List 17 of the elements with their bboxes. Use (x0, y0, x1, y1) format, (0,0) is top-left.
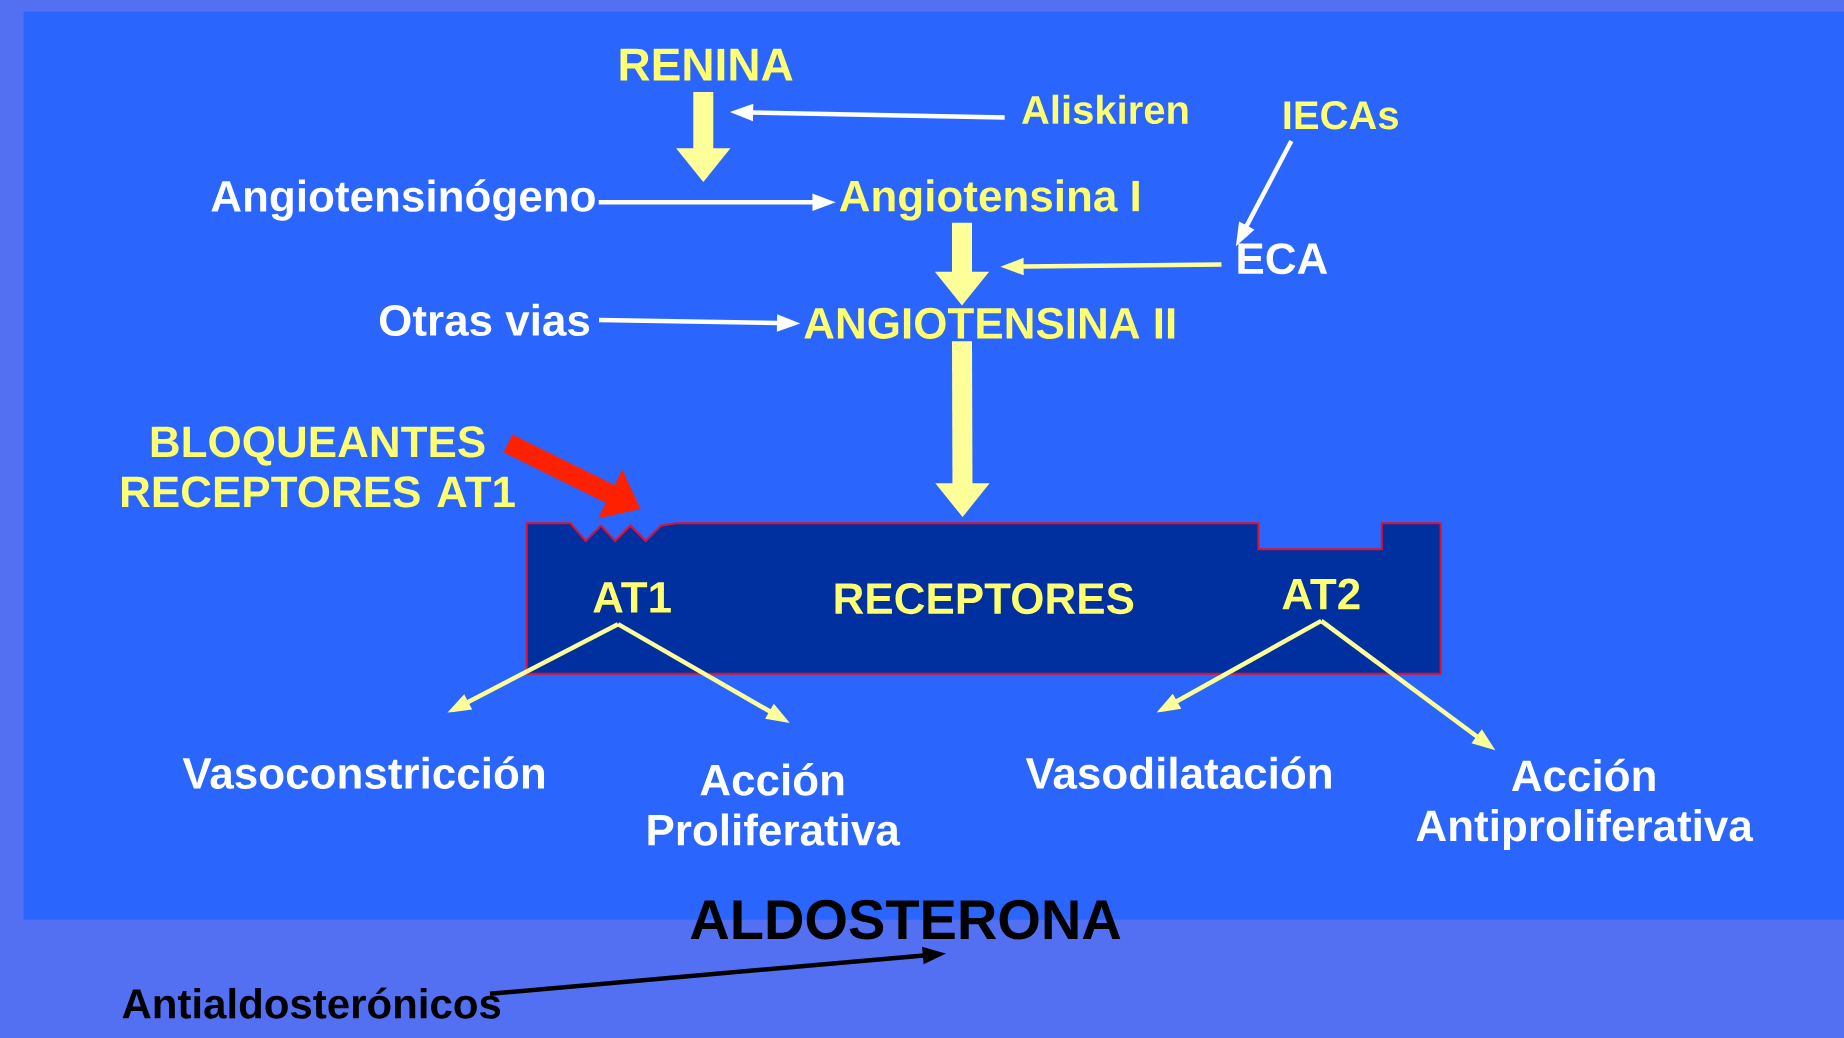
label-text: ALDOSTERONA (690, 899, 1121, 940)
label-text: AT1 (593, 582, 671, 613)
label-text: ECA (1238, 242, 1328, 275)
label-text: Acción Proliferativa (648, 762, 901, 846)
label-text: Acción Antiproliferativa (1416, 758, 1754, 850)
label-text: Antialdosterónicos (122, 987, 501, 1019)
label-text: Vasoconstricción (182, 756, 544, 789)
label-text: AT2 (1282, 578, 1360, 610)
label-text: Vasodilatación (1025, 756, 1331, 789)
label-text: Angiotensinógeno (211, 178, 595, 221)
label-text: Angiotensina I (839, 179, 1139, 221)
label-text: ANGIOTENSINA II (804, 307, 1175, 339)
label-text: RENINA (620, 48, 793, 81)
label-text: IECAs (1284, 100, 1398, 130)
label-text: BLOQUEANTES RECEPTORES AT1 (122, 426, 515, 508)
label-text: Aliskiren (1022, 94, 1188, 124)
label-text: Otras vias (379, 303, 590, 336)
